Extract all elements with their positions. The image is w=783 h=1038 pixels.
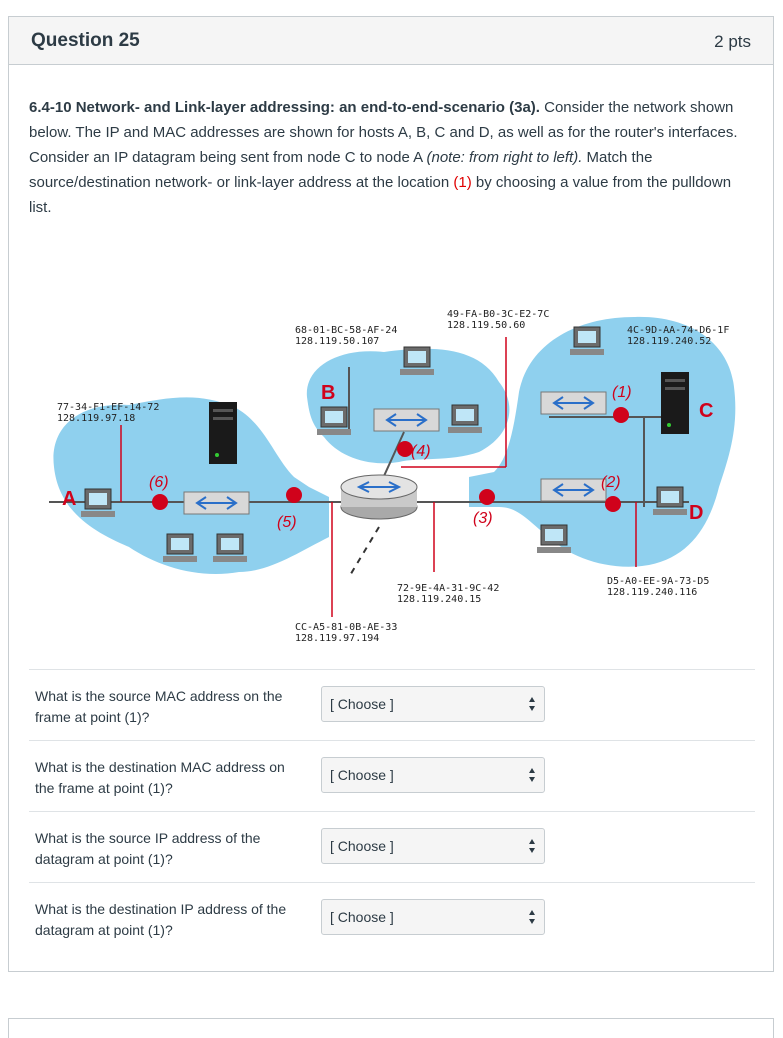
computer-left-2-icon: [213, 533, 247, 562]
select-arrows-icon: [529, 768, 535, 782]
question-card: Question 25 2 pts 6.4-10 Network- and Li…: [8, 16, 774, 972]
answer-select-3[interactable]: [ Choose ]: [321, 828, 545, 864]
answer-select-1[interactable]: [ Choose ]: [321, 686, 545, 722]
router-50-ip: 128.119.50.60: [447, 320, 525, 331]
answer-select-1-value: [ Choose ]: [330, 696, 394, 712]
computer-d-icon: [653, 486, 687, 515]
host-d-ip: 128.119.240.116: [607, 587, 697, 598]
switch-right-bottom-icon: [540, 478, 607, 502]
point-3-dot: [479, 489, 495, 505]
answer-question-1: What is the source MAC address on the fr…: [35, 688, 283, 725]
node-a-label: A: [62, 488, 76, 510]
router-97-mac: CC-A5-81-0B-AE-33: [295, 622, 397, 633]
point-5-dot: [286, 487, 302, 503]
select-arrows-icon: [529, 910, 535, 924]
host-c-mac: 4C-9D-AA-74-D6-1F: [627, 325, 729, 336]
answer-row-2: What is the destination MAC address on t…: [29, 740, 755, 811]
host-a-mac: 77-34-F1-EF-14-72: [57, 402, 159, 413]
point-3-label: (3): [473, 510, 493, 527]
computer-right-top-icon: [570, 326, 604, 355]
computer-top-2-icon: [448, 404, 482, 433]
node-c-label: C: [699, 400, 713, 422]
answer-question-3: What is the source IP address of the dat…: [35, 830, 261, 867]
host-c-ip: 128.119.240.52: [627, 336, 711, 347]
host-a-ip: 128.119.97.18: [57, 413, 135, 424]
answer-row-4: What is the destination IP address of th…: [29, 882, 755, 953]
host-b-ip: 128.119.50.107: [295, 336, 379, 347]
subnet-left: [53, 397, 330, 575]
server-left-icon: [209, 402, 237, 464]
question-match-post: by choosing a value from the pulldown li…: [29, 174, 732, 216]
computer-top-1-icon: [400, 346, 434, 375]
point-1-label: (1): [612, 384, 632, 401]
question-title: Question 25: [31, 30, 140, 51]
point-1-dot: [613, 407, 629, 423]
server-c-icon: [661, 372, 689, 434]
select-arrows-icon: [529, 697, 535, 711]
point-6-label: (6): [149, 474, 169, 491]
subnet-top: [306, 348, 510, 464]
question-point: (1): [453, 174, 472, 191]
point-6-dot: [152, 494, 168, 510]
node-b-label: B: [321, 382, 335, 404]
answer-row-3: What is the source IP address of the dat…: [29, 811, 755, 882]
network-diagram: (6) (5) (4) (3) (2) (1) A B C D 77-34-F1…: [49, 309, 736, 644]
switch-right-top-icon: [540, 391, 607, 415]
question-points: 2 pts: [714, 32, 751, 51]
question-heading: 6.4-10 Network- and Link-layer addressin…: [29, 99, 540, 116]
router-240-ip: 128.119.240.15: [397, 594, 481, 605]
router-50-mac: 49-FA-B0-3C-E2-7C: [447, 309, 549, 320]
next-question-card: [8, 1018, 774, 1038]
computer-left-1-icon: [163, 533, 197, 562]
question-match-pre: Match the source/destination network- or…: [29, 149, 653, 191]
answer-question-2: What is the destination MAC address on t…: [35, 759, 285, 796]
point-4-label: (4): [411, 443, 431, 460]
router-icon: [340, 474, 418, 520]
answer-row-1: What is the source MAC address on the fr…: [29, 669, 755, 740]
point-4-dot: [397, 441, 413, 457]
router-97-ip: 128.119.97.194: [295, 633, 379, 644]
link-down-dashed: [348, 526, 380, 578]
router-240-mac: 72-9E-4A-31-9C-42: [397, 583, 499, 594]
answer-select-3-value: [ Choose ]: [330, 838, 394, 854]
question-header: Question 25 2 pts: [9, 17, 773, 65]
point-2-dot: [605, 496, 621, 512]
host-d-mac: D5-A0-EE-9A-73-D5: [607, 576, 709, 587]
answer-select-2[interactable]: [ Choose ]: [321, 757, 545, 793]
question-note: (note: from right to left).: [426, 149, 583, 166]
computer-right-bottom-icon: [537, 524, 571, 553]
switch-top-icon: [373, 408, 440, 432]
answer-select-2-value: [ Choose ]: [330, 767, 394, 783]
select-arrows-icon: [529, 839, 535, 853]
question-text: 6.4-10 Network- and Link-layer addressin…: [29, 95, 739, 220]
computer-b-icon: [317, 406, 351, 435]
computer-a-icon: [81, 488, 115, 517]
node-d-label: D: [689, 502, 703, 524]
point-5-label: (5): [277, 514, 297, 531]
host-b-mac: 68-01-BC-58-AF-24: [295, 325, 397, 336]
answer-question-4: What is the destination IP address of th…: [35, 901, 287, 938]
question-intro: Consider the network shown below. The IP…: [29, 99, 738, 166]
point-2-label: (2): [601, 474, 621, 491]
switch-left-icon: [183, 491, 250, 515]
answer-select-4[interactable]: [ Choose ]: [321, 899, 545, 935]
answer-select-4-value: [ Choose ]: [330, 909, 394, 925]
